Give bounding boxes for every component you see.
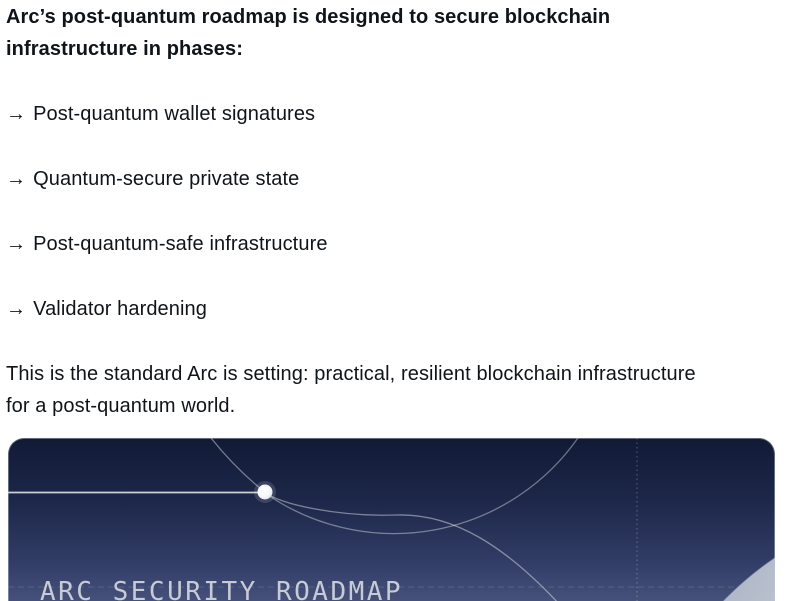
roadmap-item-label: Validator hardening	[33, 298, 207, 320]
image-card-title: ARC SECURITY ROADMAP	[40, 577, 403, 601]
roadmap-item: → Validator hardening	[6, 293, 720, 325]
post-body: Arc’s post-quantum roadmap is designed t…	[6, 1, 720, 422]
post-closing: This is the standard Arc is setting: pra…	[6, 358, 720, 422]
roadmap-artwork: ARC SECURITY ROADMAP	[8, 438, 775, 601]
arrow-icon: →	[6, 168, 26, 190]
arrow-icon: →	[6, 298, 26, 320]
arrow-icon: →	[6, 103, 26, 125]
roadmap-item: → Post-quantum wallet signatures	[6, 98, 720, 130]
roadmap-item-label: Quantum-secure private state	[33, 168, 299, 190]
roadmap-item-label: Post-quantum wallet signatures	[33, 103, 315, 125]
arrow-icon: →	[6, 233, 26, 255]
roadmap-item: → Post-quantum-safe infrastructure	[6, 228, 720, 260]
roadmap-item: → Quantum-secure private state	[6, 163, 720, 195]
roadmap-item-label: Post-quantum-safe infrastructure	[33, 233, 327, 255]
post-heading: Arc’s post-quantum roadmap is designed t…	[6, 1, 720, 65]
node-dot	[258, 485, 273, 500]
post-image-card[interactable]: ARC SECURITY ROADMAP	[8, 438, 775, 601]
